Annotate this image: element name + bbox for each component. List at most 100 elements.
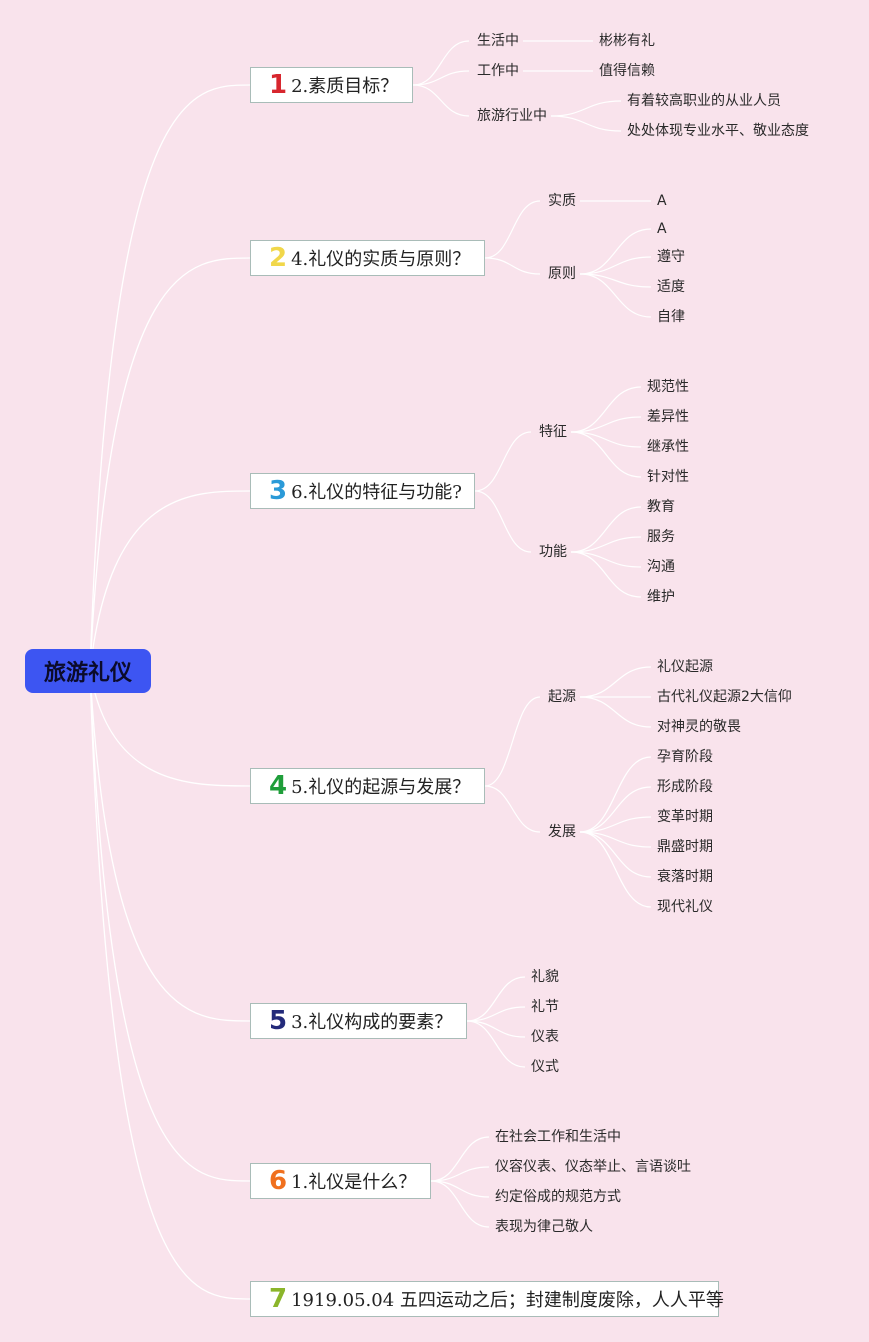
connector-line [579,666,652,698]
connector-line [89,257,251,672]
detail-node[interactable]: 规范性 [647,379,689,395]
connector-line [484,257,541,275]
detail-node[interactable]: 表现为律己敬人 [495,1219,593,1235]
detail-node[interactable]: 现代礼仪 [657,899,713,915]
connector-line [89,670,251,1300]
branch-number-badge: 1 [269,70,288,100]
detail-node[interactable]: 沟通 [647,559,675,575]
connector-line [466,1020,526,1038]
root-label: 旅游礼仪 [43,661,132,686]
detail-node[interactable]: 形成阶段 [657,779,713,795]
detail-node[interactable]: 在社会工作和生活中 [495,1129,621,1145]
connector-line [579,696,652,728]
branch-number-badge: 5 [269,1006,288,1036]
branch-label: 1919.05.04 五四运动之后；封建制度废除，人人平等 [291,1290,724,1311]
subtopic-node[interactable]: 功能 [539,544,567,560]
detail-node[interactable]: 约定俗成的规范方式 [495,1189,621,1205]
detail-node[interactable]: 适度 [657,279,685,295]
detail-node[interactable]: 鼎盛时期 [657,839,713,855]
detail-node[interactable]: A [657,221,667,237]
detail-node[interactable]: 孕育阶段 [657,749,713,765]
detail-node[interactable]: 礼仪起源 [657,659,713,675]
detail-node[interactable]: 彬彬有礼 [599,33,655,49]
connector-line [579,816,652,833]
subtopic-node[interactable]: 原则 [548,266,576,282]
subtopic-node[interactable]: 特征 [539,424,567,440]
connector-line [466,1006,526,1022]
branch-number-badge: 6 [269,1166,288,1196]
connector-line [412,84,470,117]
detail-node[interactable]: 衰落时期 [657,869,713,885]
branch-number-badge: 3 [269,476,288,506]
connector-line [484,785,541,833]
subtopic-node[interactable]: 发展 [548,824,576,840]
detail-node[interactable]: 值得信赖 [599,63,655,79]
connector-line [430,1136,490,1182]
connector-line [570,416,642,433]
detail-node[interactable]: A [657,193,667,209]
connector-line [579,786,652,833]
connector-line [89,84,251,672]
detail-node[interactable]: 教育 [647,499,675,515]
branch-label: 1.礼仪是什么？ [291,1172,417,1193]
branch-number-badge: 4 [269,771,288,801]
root-node[interactable]: 旅游礼仪 [25,649,151,693]
detail-node[interactable]: 仪容仪表、仪态举止、言语谈吐 [495,1159,691,1175]
connector-line [570,506,642,553]
connector-line [550,115,622,132]
connector-line [550,100,622,117]
detail-node[interactable]: 针对性 [647,469,689,485]
connector-line [579,228,652,275]
connector-line [579,831,652,908]
connector-line [570,431,642,448]
branch-number-badge: 2 [269,243,288,273]
detail-node[interactable]: 服务 [647,529,675,545]
detail-node[interactable]: 差异性 [647,409,689,425]
subtopic-node[interactable]: 起源 [548,689,576,705]
connector-line [474,431,532,492]
detail-node[interactable]: 处处体现专业水平、敬业态度 [627,123,809,139]
detail-node[interactable]: 礼貌 [531,969,559,985]
subtopic-node[interactable]: 实质 [548,193,576,209]
connector-line [484,696,541,787]
connector-line [570,431,642,478]
detail-node[interactable]: 维护 [647,589,675,605]
branch-number-badge: 7 [269,1284,288,1314]
detail-node[interactable]: 变革时期 [657,809,713,825]
branch-label: 2.素质目标？ [291,76,399,97]
detail-node[interactable]: 仪式 [531,1059,559,1075]
detail-node[interactable]: 继承性 [647,439,689,455]
detail-node[interactable]: 仪表 [531,1029,559,1045]
detail-node[interactable]: 有着较高职业的从业人员 [627,93,781,109]
connector-line [579,256,652,275]
connector-line [570,536,642,553]
connector-line [412,40,470,86]
connector-line [579,273,652,288]
detail-node[interactable]: 遵守 [657,249,685,265]
detail-node[interactable]: 对神灵的敬畏 [657,719,741,735]
connector-line [89,670,251,787]
connector-line [430,1180,490,1198]
connector-line [466,1020,526,1068]
connector-line [412,70,470,86]
branch-label: 5.礼仪的起源与发展？ [291,777,471,798]
detail-node[interactable]: 礼节 [531,999,559,1015]
detail-node[interactable]: 古代礼仪起源2大信仰 [657,689,792,705]
detail-node[interactable]: 自律 [657,309,685,325]
subtopic-node[interactable]: 工作中 [477,63,519,79]
connector-line [89,670,251,1022]
branch-label: 3.礼仪构成的要素？ [291,1012,453,1033]
connector-line [579,273,652,318]
subtopic-node[interactable]: 旅游行业中 [477,108,547,124]
connector-line [570,551,642,598]
subtopic-node[interactable]: 生活中 [477,33,519,49]
branch-label: 4.礼仪的实质与原则？ [291,249,471,270]
connector-line [430,1180,490,1228]
